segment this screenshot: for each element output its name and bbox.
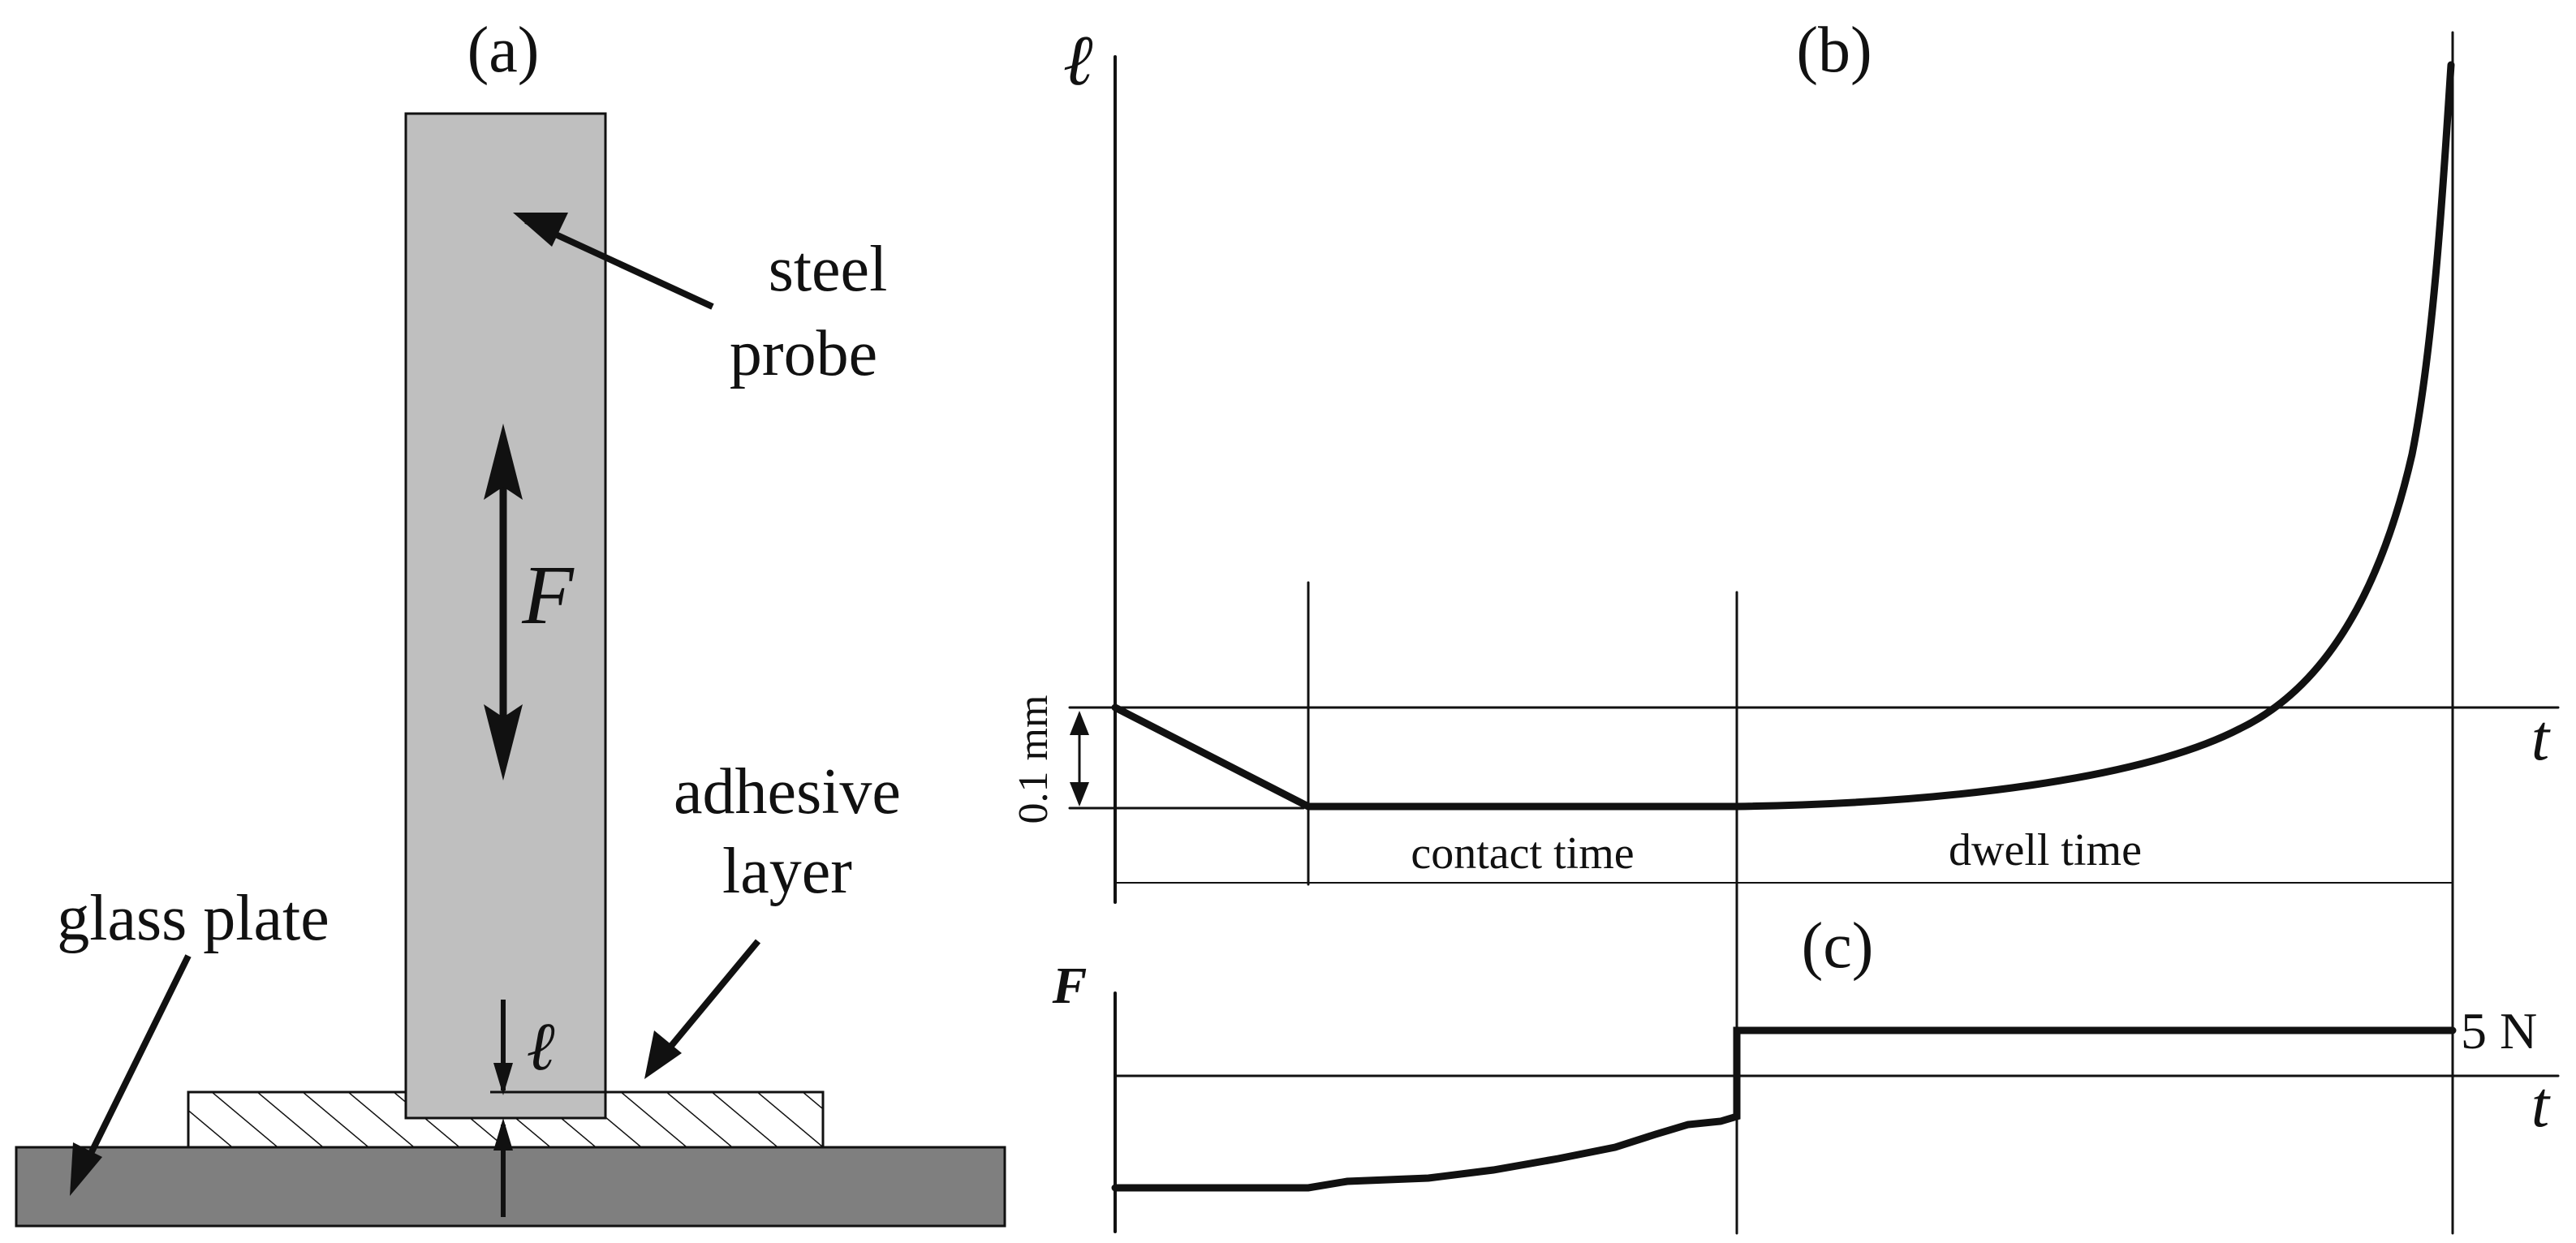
panel-c-y-axis-label: F: [1052, 957, 1088, 1014]
adhesive-arrow-shaft: [653, 939, 761, 1067]
panel-a-label: (a): [467, 15, 540, 86]
steel-probe-label-line2: probe: [730, 318, 877, 389]
thickness-arrow-bottom-head: [493, 1118, 513, 1151]
panel-b-label: (b): [1796, 15, 1872, 86]
displacement-curve: [1111, 61, 2455, 811]
panel-b-x-axis-label: t: [2531, 703, 2551, 774]
adhesive-label-line1: adhesive: [674, 756, 901, 828]
contact-time-label: contact time: [1411, 828, 1634, 879]
steel-probe-label-line1: steel: [769, 234, 888, 305]
glass-plate: [15, 1146, 1006, 1228]
steel-probe-arrow-head: [513, 213, 568, 247]
panel-a: (a) steel probe F ℓ adhesive layer glass…: [15, 15, 1006, 1228]
glass-plate-arrow-shaft: [76, 954, 192, 1178]
scale-bar-top-head: [1070, 711, 1089, 735]
thickness-arrow-top-head: [493, 1063, 513, 1095]
adhesive-arrow-head: [644, 1030, 682, 1079]
force-value-label: 5 N: [2461, 1002, 2537, 1060]
panel-c-label: (c): [1802, 910, 1874, 982]
scale-label: 0.1 mm: [1010, 695, 1057, 824]
adhesive-label-line2: layer: [722, 836, 852, 907]
glass-plate-label: glass plate: [57, 883, 329, 954]
glass-plate-arrow-head: [70, 1142, 102, 1196]
scale-bar-bottom-head: [1070, 782, 1089, 806]
panel-c: (c) F t 5 N: [1052, 910, 2560, 1233]
panel-c-x-axis-label: t: [2531, 1069, 2551, 1141]
panel-b-y-axis-label: ℓ: [1064, 22, 1095, 101]
dwell-time-label: dwell time: [1949, 825, 2142, 875]
force-curve: [1111, 1026, 2457, 1192]
thickness-symbol: ℓ: [528, 1009, 557, 1085]
force-arrow-up-head: [484, 424, 523, 500]
panel-b: (b) ℓ t 0.1 mm contact time dwell time: [1010, 15, 2560, 1235]
force-symbol: F: [521, 548, 575, 642]
force-arrow-down-head: [484, 704, 523, 781]
